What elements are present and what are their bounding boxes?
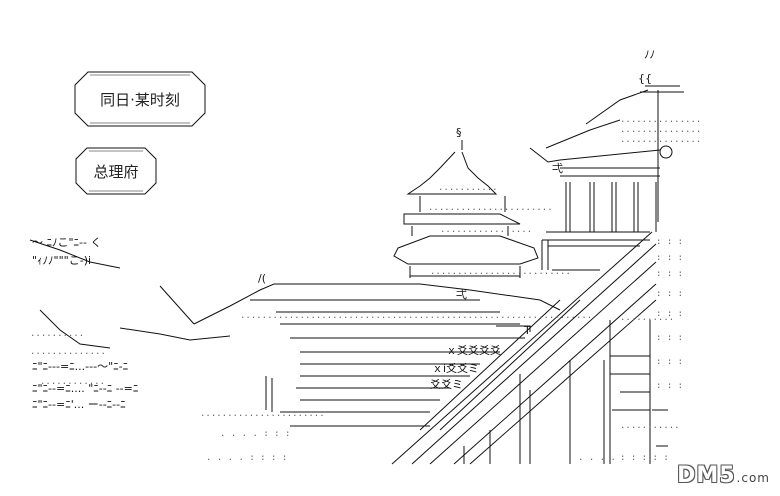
pole-wave: {{ <box>638 72 652 85</box>
crowd-row-1: ｘ爻爻爻爻 <box>446 344 501 357</box>
dots-right-9: .......... <box>620 313 674 323</box>
dots-roof-1: ............... <box>620 115 701 125</box>
diagonal-stairs <box>391 231 657 465</box>
caption-place-box: 总理府 <box>75 147 157 195</box>
wave-row-1: ～ ﾆﾉこ"ﾆ-- く <box>32 236 102 249</box>
watermark-main: DM5 <box>677 463 736 488</box>
dots-bottom-2: . . . . : : : <box>220 429 290 439</box>
roof-curl: /( <box>258 272 266 285</box>
crowd-row-2: ｘi爻爻ミ <box>432 362 479 375</box>
dots-right-7: : : : <box>656 357 683 367</box>
dots-roof-4: ........................................… <box>240 311 592 321</box>
dots-right-2: : : : <box>656 253 683 263</box>
wave-row-5: ﾆ"ﾆ--=ﾆ'... ー--ﾆ--ﾆ <box>32 398 126 411</box>
shiki-glyph-1: 弌 <box>552 162 563 175</box>
caption-time: 同日·某时刻 <box>100 90 180 109</box>
dots-bottom-1: ....................... <box>200 409 325 419</box>
dots-roof-3: ............... <box>620 135 701 145</box>
dots-right-4: : : : <box>656 289 683 299</box>
dots-bottom-3: . . . . : : : : <box>206 453 287 463</box>
wave-row-4: ﾆ"ﾆ--=ﾆ.... "ﾆ--ﾆ --=ﾆ <box>32 382 138 395</box>
dots-tower-4: .......................... <box>430 267 571 277</box>
grand-hall <box>529 89 661 271</box>
t-glyph: T <box>523 324 531 337</box>
dots-left-2: .............. <box>30 347 106 357</box>
octagon-frame <box>74 71 206 127</box>
octagon-frame <box>75 147 157 195</box>
dots-right-6: : : : <box>656 333 683 343</box>
wave-row-3: ﾆ"ﾆ---=ﾆ...---～"ﾆ-ﾆ <box>32 360 128 373</box>
dots-right-11: : : : : : <box>620 453 669 463</box>
watermark-suffix: .com <box>736 471 770 485</box>
dots-tower-1: ........... <box>438 183 498 193</box>
pine-clouds <box>29 239 231 349</box>
wave-row-2: "ｨﾉﾉ"""こ-)i <box>32 254 91 267</box>
caption-time-box: 同日·某时刻 <box>74 71 206 127</box>
dots-right-12: . . . . <box>578 453 616 463</box>
dots-roof-2: ............... <box>620 125 701 135</box>
dots-tower-3: ................. <box>440 225 532 235</box>
dots-right-3: : : : <box>656 269 683 279</box>
main-roof <box>159 283 561 427</box>
dots-left-1: .......... <box>30 329 84 339</box>
flag-pole <box>640 85 684 222</box>
pagoda-tower <box>393 140 539 278</box>
dots-tower-2: ....................... <box>428 203 553 213</box>
caption-place: 总理府 <box>93 162 139 181</box>
site-watermark: DM5.com <box>677 463 770 488</box>
side-building <box>265 320 668 464</box>
tower-mark: § <box>456 126 462 139</box>
dots-right-8: : : : <box>656 381 683 391</box>
dots-right-5: : : : <box>656 309 683 319</box>
dots-right-1: : : : <box>656 237 683 247</box>
dots-left-3: ............ <box>40 377 105 387</box>
dots-right-10: ........... <box>620 421 680 431</box>
crowd-row-3: 爻爻ミ <box>430 378 463 391</box>
pole-hook: ﾉﾉ <box>644 48 655 61</box>
shiki-glyph-2: 弌 <box>456 288 467 301</box>
